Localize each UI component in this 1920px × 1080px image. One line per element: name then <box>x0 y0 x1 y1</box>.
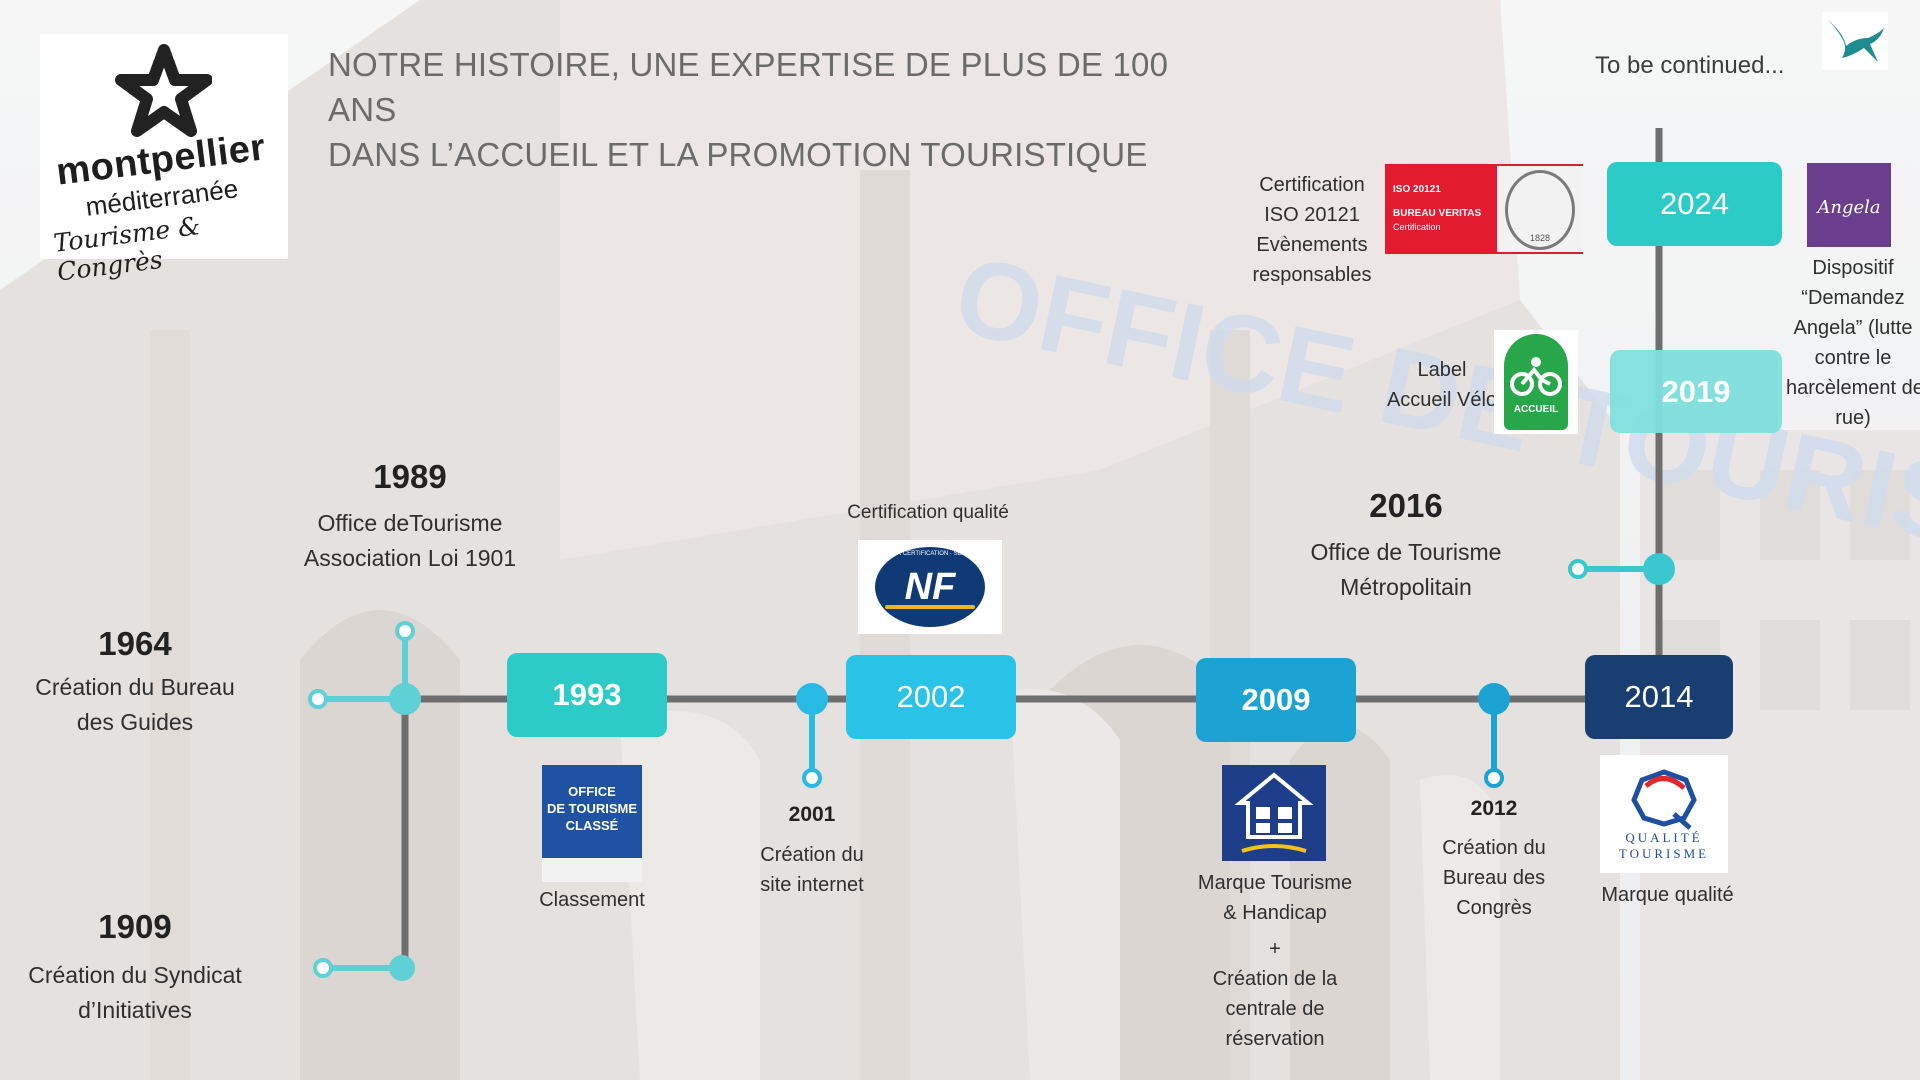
caption-1989: Office deTourisme Association Loi 1901 <box>270 506 550 576</box>
angela-badge: Angela <box>1807 163 1891 247</box>
caption-2012-line3: Congrès <box>1456 897 1532 919</box>
caption-2014: Marque qualité <box>1601 884 1734 906</box>
caption-2024-iso-line3: Evènements <box>1256 234 1368 256</box>
year-label-2012: 2012 <box>1470 797 1518 820</box>
year-box-2009: 2009 <box>1196 658 1356 742</box>
badge-1993-line3: CLASSÉ <box>565 818 619 833</box>
to-be-continued-text: To be continued... <box>1595 52 1785 79</box>
caption-2016: Office de Tourisme Métropolitain <box>1276 535 1536 605</box>
year-label-1964: 1964 <box>98 625 172 662</box>
qualite-tourisme-badge: QUALITÉ TOURISME <box>1600 755 1728 873</box>
caption-2024-angela-line2: “Demandez <box>1801 287 1905 309</box>
caption-1989-line1: Office deTourisme <box>317 510 503 536</box>
caption-2024-iso-line4: responsables <box>1252 264 1372 286</box>
caption-2024-angela-line6: rue) <box>1835 407 1871 429</box>
year-label-2001: 2001 <box>788 803 836 826</box>
year-label-1909: 1909 <box>98 908 172 945</box>
caption-2009-line5: réservation <box>1225 1028 1325 1050</box>
year-label-1989: 1989 <box>373 458 447 495</box>
nf-badge-ring: AFNOR CERTIFICATION · SERVICE <box>880 551 980 557</box>
caption-1989-line2: Association Loi 1901 <box>303 545 517 571</box>
caption-1909: Création du Syndicat d’Initiatives <box>5 958 265 1028</box>
caption-2009-line3: Création de la <box>1212 968 1338 990</box>
bird-icon <box>1822 12 1888 70</box>
page-title: NOTRE HISTOIRE, UNE EXPERTISE DE PLUS DE… <box>328 42 1228 177</box>
caption-1993: Classement <box>539 889 645 911</box>
caption-2001: Création du site internet <box>732 840 892 900</box>
bv-badge-line3: Certification <box>1393 222 1441 232</box>
badge-1993-line1: OFFICE <box>568 784 616 799</box>
year-box-2019: 2019 <box>1610 350 1782 433</box>
montpellier-logo: montpellier méditerranée Tourisme & Cong… <box>40 34 288 287</box>
caption-2016-line2: Métropolitain <box>1340 574 1472 600</box>
caption-1964-line1: Création du Bureau <box>35 674 235 700</box>
caption-2012-line1: Création du <box>1442 837 1546 859</box>
caption-2002: Certification qualité <box>847 502 1009 523</box>
accueil-velo-badge: ACCUEIL <box>1494 330 1578 434</box>
caption-2009: Marque Tourisme & Handicap + Création de… <box>1160 868 1390 1054</box>
nf-badge-text: NF <box>904 565 956 608</box>
caption-2024-angela-line5: harcèlement de <box>1786 377 1920 399</box>
year-box-1993: 1993 <box>507 653 667 737</box>
caption-2012-line2: Bureau des <box>1442 867 1546 889</box>
bv-seal-text: 1828 <box>1529 233 1551 243</box>
caption-2019: Label Accueil Vélo <box>1372 355 1512 415</box>
bicycle-icon <box>1510 357 1562 396</box>
caption-1909-line1: Création du Syndicat <box>28 962 242 988</box>
year-box-2014: 2014 <box>1585 655 1733 739</box>
caption-2019-line1: Label <box>1417 359 1467 381</box>
qualite-badge-line1: QUALITÉ <box>1625 830 1703 845</box>
year-box-2024: 2024 <box>1607 162 1782 246</box>
caption-2009-line2: & Handicap <box>1223 902 1327 924</box>
caption-2024-iso-line2: ISO 20121 <box>1264 204 1360 226</box>
caption-1964-line2: des Guides <box>76 709 194 735</box>
caption-2024-iso-line1: Certification <box>1259 174 1365 196</box>
caption-1964: Création du Bureau des Guides <box>5 670 265 740</box>
year-label-2016: 2016 <box>1369 487 1443 524</box>
star-icon <box>115 44 212 137</box>
bv-badge-line2: BUREAU VERITAS <box>1393 208 1482 219</box>
caption-2001-line1: Création du <box>760 844 864 866</box>
caption-2012: Création du Bureau des Congrès <box>1414 833 1574 923</box>
caption-2001-line2: site internet <box>760 874 864 896</box>
caption-1909-line2: d’Initiatives <box>78 997 192 1023</box>
nf-service-badge: NF AFNOR CERTIFICATION · SERVICE <box>858 540 1002 634</box>
caption-2009-line4: centrale de <box>1225 998 1325 1020</box>
qualite-badge-line2: TOURISME <box>1618 846 1710 861</box>
qualite-tourisme-map-icon <box>1631 769 1697 830</box>
caption-2009-line1: Marque Tourisme <box>1197 872 1353 894</box>
tourisme-handicap-badge <box>1222 765 1326 861</box>
title-line-1: NOTRE HISTOIRE, UNE EXPERTISE DE PLUS DE… <box>328 46 1169 128</box>
caption-2024-angela-line1: Dispositif <box>1812 257 1894 279</box>
caption-2009-plus: + <box>1269 938 1281 960</box>
title-line-2: DANS L’ACCUEIL ET LA PROMOTION TOURISTIQ… <box>328 136 1148 173</box>
bureau-veritas-badge: ISO 20121 BUREAU VERITAS Certification 1… <box>1385 164 1583 254</box>
accueil-velo-badge-text: ACCUEIL <box>1513 404 1559 415</box>
caption-2024-iso: Certification ISO 20121 Evènements respo… <box>1232 170 1392 290</box>
office-tourisme-classe-badge: OFFICE DE TOURISME CLASSÉ <box>542 765 642 882</box>
caption-2024-angela-line3: Angela” (lutte <box>1793 317 1913 339</box>
bv-badge-line1: ISO 20121 <box>1393 184 1441 195</box>
caption-2016-line1: Office de Tourisme <box>1310 539 1502 565</box>
caption-2024-angela: Dispositif “Demandez Angela” (lutte cont… <box>1786 253 1920 433</box>
caption-2019-line2: Accueil Vélo <box>1386 389 1498 411</box>
house-accessibility-icon <box>1234 772 1314 853</box>
badge-1993-line2: DE TOURISME <box>546 801 638 816</box>
angela-badge-text: Angela <box>1817 197 1881 218</box>
year-box-2002: 2002 <box>846 655 1016 739</box>
bv-seal: 1828 <box>1497 166 1583 252</box>
caption-2024-angela-line4: contre le <box>1814 347 1892 369</box>
